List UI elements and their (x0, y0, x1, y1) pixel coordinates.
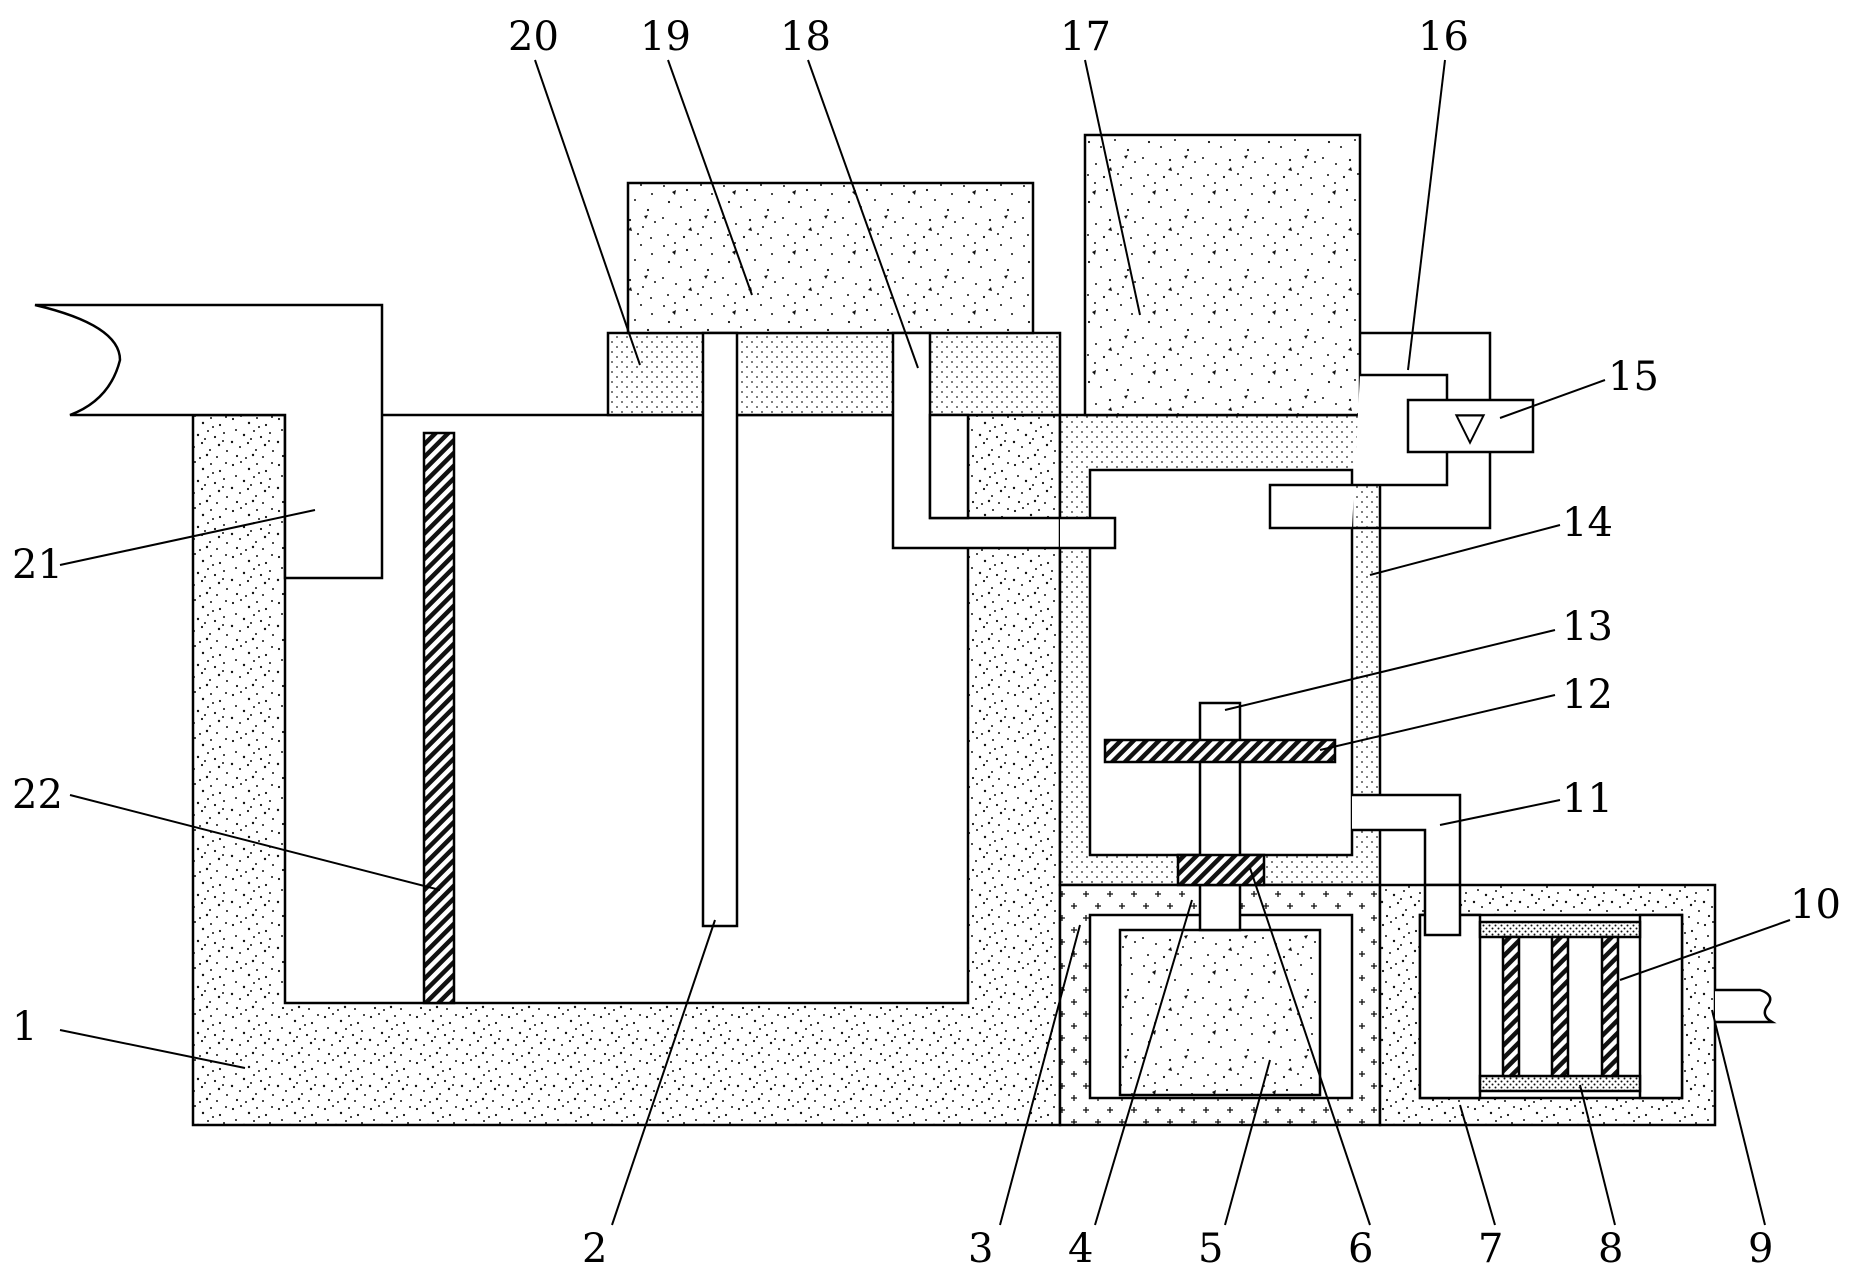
vertical-rod (701, 331, 739, 928)
filter-inlet-zone (1418, 913, 1482, 1100)
motor-5 (1118, 928, 1322, 1097)
label-16: 16 (1418, 14, 1469, 60)
pipe-joint (1060, 518, 1115, 548)
label-14: 14 (1562, 500, 1613, 546)
filter-bar (1600, 935, 1620, 1078)
callout-labels: 1 2 3 4 5 6 7 8 9 10 11 12 13 14 15 16 1… (12, 14, 1841, 1267)
label-10: 10 (1790, 882, 1841, 928)
label-18: 18 (780, 14, 831, 60)
label-6: 6 (1348, 1226, 1373, 1267)
filter-top-strip (1478, 920, 1642, 939)
label-17: 17 (1060, 14, 1111, 60)
label-8: 8 (1598, 1226, 1623, 1267)
label-1: 1 (12, 1004, 37, 1050)
shaft-lower (1198, 883, 1242, 932)
label-11: 11 (1562, 776, 1613, 822)
label-21: 21 (12, 542, 63, 588)
filter-media (1478, 1074, 1642, 1093)
baffle-plate (422, 431, 456, 1005)
air-pipe-inner (1268, 373, 1449, 530)
filter-outlet-zone (1638, 913, 1684, 1100)
label-7: 7 (1478, 1226, 1503, 1267)
label-5: 5 (1198, 1226, 1223, 1267)
pipe-slot (928, 413, 970, 520)
label-20: 20 (508, 14, 559, 60)
motor-box-19 (626, 181, 1035, 335)
inlet-pipe (34, 303, 384, 580)
label-22: 22 (12, 772, 63, 818)
filter-bar (1501, 935, 1521, 1078)
label-13: 13 (1562, 604, 1613, 650)
label-9: 9 (1748, 1226, 1773, 1267)
motor-box-17 (1083, 133, 1362, 417)
cover-plate (606, 331, 1062, 417)
valve (1406, 398, 1535, 454)
pipe-joint-outline (1060, 516, 1117, 550)
label-15: 15 (1608, 354, 1659, 400)
valve-symbol: ▽ (1455, 404, 1486, 450)
filter-bar (1550, 935, 1570, 1078)
pipe-entry (1423, 883, 1462, 937)
label-3: 3 (968, 1226, 993, 1267)
stirring-blade (1103, 738, 1337, 764)
label-4: 4 (1068, 1226, 1093, 1267)
label-12: 12 (1562, 672, 1613, 718)
leader-lines (59, 59, 1791, 1226)
label-2: 2 (582, 1226, 607, 1267)
drain-pipe (1715, 988, 1777, 1024)
label-19: 19 (640, 14, 691, 60)
